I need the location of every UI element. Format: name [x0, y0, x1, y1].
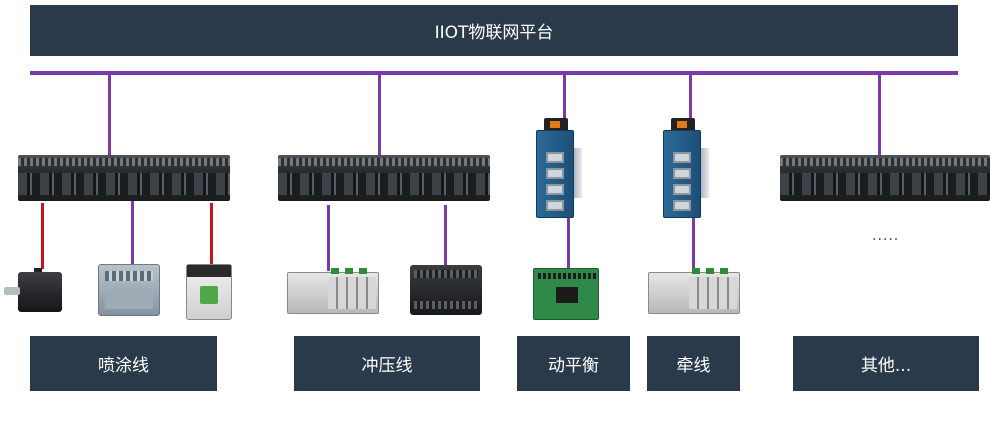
line-label-text: 冲压线 — [361, 356, 413, 376]
main-network-bus — [30, 71, 958, 75]
compact-plc-icon — [410, 265, 482, 315]
plc-rack-icon — [780, 155, 990, 201]
line-label-spray: 喷涂线 — [30, 336, 217, 391]
bus-drop-4 — [689, 75, 692, 120]
plc-rack-icon — [18, 155, 230, 201]
iiot-platform-bar: IIOT物联网平台 — [30, 5, 958, 56]
s7-plc-icon — [98, 264, 160, 316]
line-label-text: 其他... — [860, 356, 912, 376]
line-label-other: 其他... — [793, 336, 979, 391]
platform-title: IIOT物联网平台 — [434, 23, 554, 43]
contactor-icon — [186, 264, 232, 320]
bus-drop-1 — [108, 75, 111, 157]
line-label-text: 喷涂线 — [98, 356, 149, 376]
bus-drop-5 — [878, 75, 881, 157]
more-devices-ellipsis: ..... — [872, 228, 900, 244]
servo-motor-icon — [4, 268, 66, 314]
field-wire-contactor — [210, 203, 213, 265]
line-label-stamping: 冲压线 — [294, 336, 480, 391]
io-board-icon — [533, 268, 599, 320]
field-wire-io-board — [567, 218, 570, 268]
ab-plc-rack-icon — [648, 268, 740, 314]
field-wire-ab-plc-2 — [692, 218, 695, 272]
industrial-switch-icon — [663, 118, 709, 218]
bus-drop-3 — [563, 75, 566, 120]
field-wire-s7 — [131, 201, 134, 265]
plc-rack-icon — [278, 155, 490, 201]
bus-drop-2 — [378, 75, 381, 157]
ab-plc-rack-icon — [287, 268, 379, 314]
line-label-traction: 牵线 — [647, 336, 740, 391]
line-label-balancing: 动平衡 — [517, 336, 630, 391]
field-wire-ab-plc-1 — [327, 205, 330, 271]
line-label-text: 牵线 — [676, 356, 711, 376]
industrial-switch-icon — [536, 118, 582, 218]
line-label-text: 动平衡 — [548, 356, 599, 376]
field-wire-compact-plc — [444, 205, 447, 265]
field-wire-motor — [41, 203, 44, 269]
